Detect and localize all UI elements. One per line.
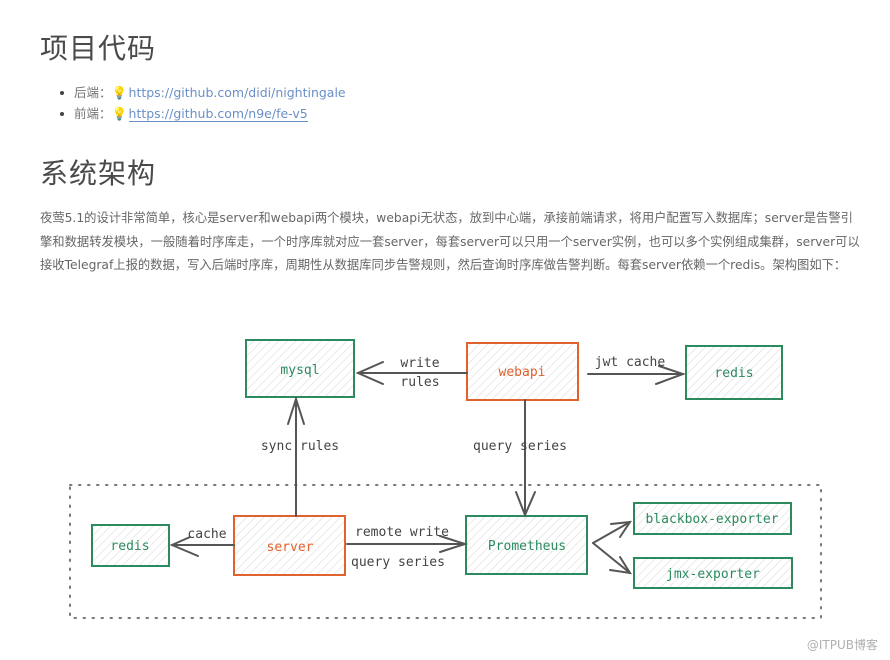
node-mysql: mysql [245, 339, 355, 398]
watermark: @ITPUB博客 [806, 638, 878, 652]
edge-label-cache: cache [187, 527, 226, 542]
edge-label-sync-rules: sync rules [261, 439, 339, 454]
node-server: server [233, 515, 346, 576]
node-redis-left-label: redis [110, 539, 149, 554]
code-link-list: 后端：💡https://github.com/didi/nightingale … [60, 82, 346, 124]
frontend-label: 前端： [74, 106, 112, 121]
edge-webapi-to-mysql [355, 361, 468, 385]
architecture-description: 夜莺5.1的设计非常简单，核心是server和webapi两个模块，webapi… [40, 211, 860, 272]
node-server-label: server [267, 540, 314, 555]
list-item-frontend: 前端：💡https://github.com/n9e/fe-v5 [60, 103, 346, 124]
node-prometheus: Prometheus [465, 515, 588, 575]
heading-project-code: 项目代码 [40, 32, 157, 65]
edge-label-query-series-bottom: query series [351, 555, 445, 570]
node-prometheus-label: Prometheus [488, 539, 566, 554]
edge-label-jwt-cache: jwt cache [595, 355, 666, 370]
edge-server-to-prometheus [346, 535, 469, 553]
lightbulb-icon: 💡 [111, 106, 128, 121]
edge-webapi-to-prometheus [515, 399, 536, 518]
node-mysql-label: mysql [280, 363, 319, 378]
frontend-repo-link[interactable]: https://github.com/n9e/fe-v5 [128, 106, 308, 122]
edge-label-remote-write: remote write [355, 525, 449, 540]
edge-prometheus-to-blackbox [592, 520, 633, 544]
node-redis-top: redis [685, 345, 783, 400]
edge-label-write: write [400, 356, 439, 371]
node-blackbox-exporter: blackbox-exporter [633, 502, 792, 535]
edge-webapi-to-redis [587, 365, 687, 385]
edge-server-to-redis [169, 536, 235, 557]
node-redis-left: redis [91, 524, 170, 567]
heading-system-architecture: 系统架构 [40, 157, 157, 190]
node-redis-top-label: redis [714, 366, 753, 381]
node-blackbox-label: blackbox-exporter [645, 512, 778, 527]
edge-label-rules: rules [400, 375, 439, 390]
edge-server-to-mysql [287, 395, 305, 517]
backend-repo-link[interactable]: https://github.com/didi/nightingale [128, 85, 346, 100]
server-cluster-boundary [69, 484, 822, 619]
node-webapi: webapi [466, 342, 579, 401]
backend-label: 后端： [74, 85, 112, 100]
node-jmx-exporter: jmx-exporter [633, 557, 793, 589]
node-webapi-label: webapi [499, 365, 546, 380]
list-item-backend: 后端：💡https://github.com/didi/nightingale [60, 82, 346, 103]
lightbulb-icon: 💡 [111, 85, 128, 100]
edge-label-query-series-top: query series [473, 439, 567, 454]
edge-prometheus-to-jmx [592, 542, 632, 575]
node-jmx-label: jmx-exporter [666, 567, 760, 582]
